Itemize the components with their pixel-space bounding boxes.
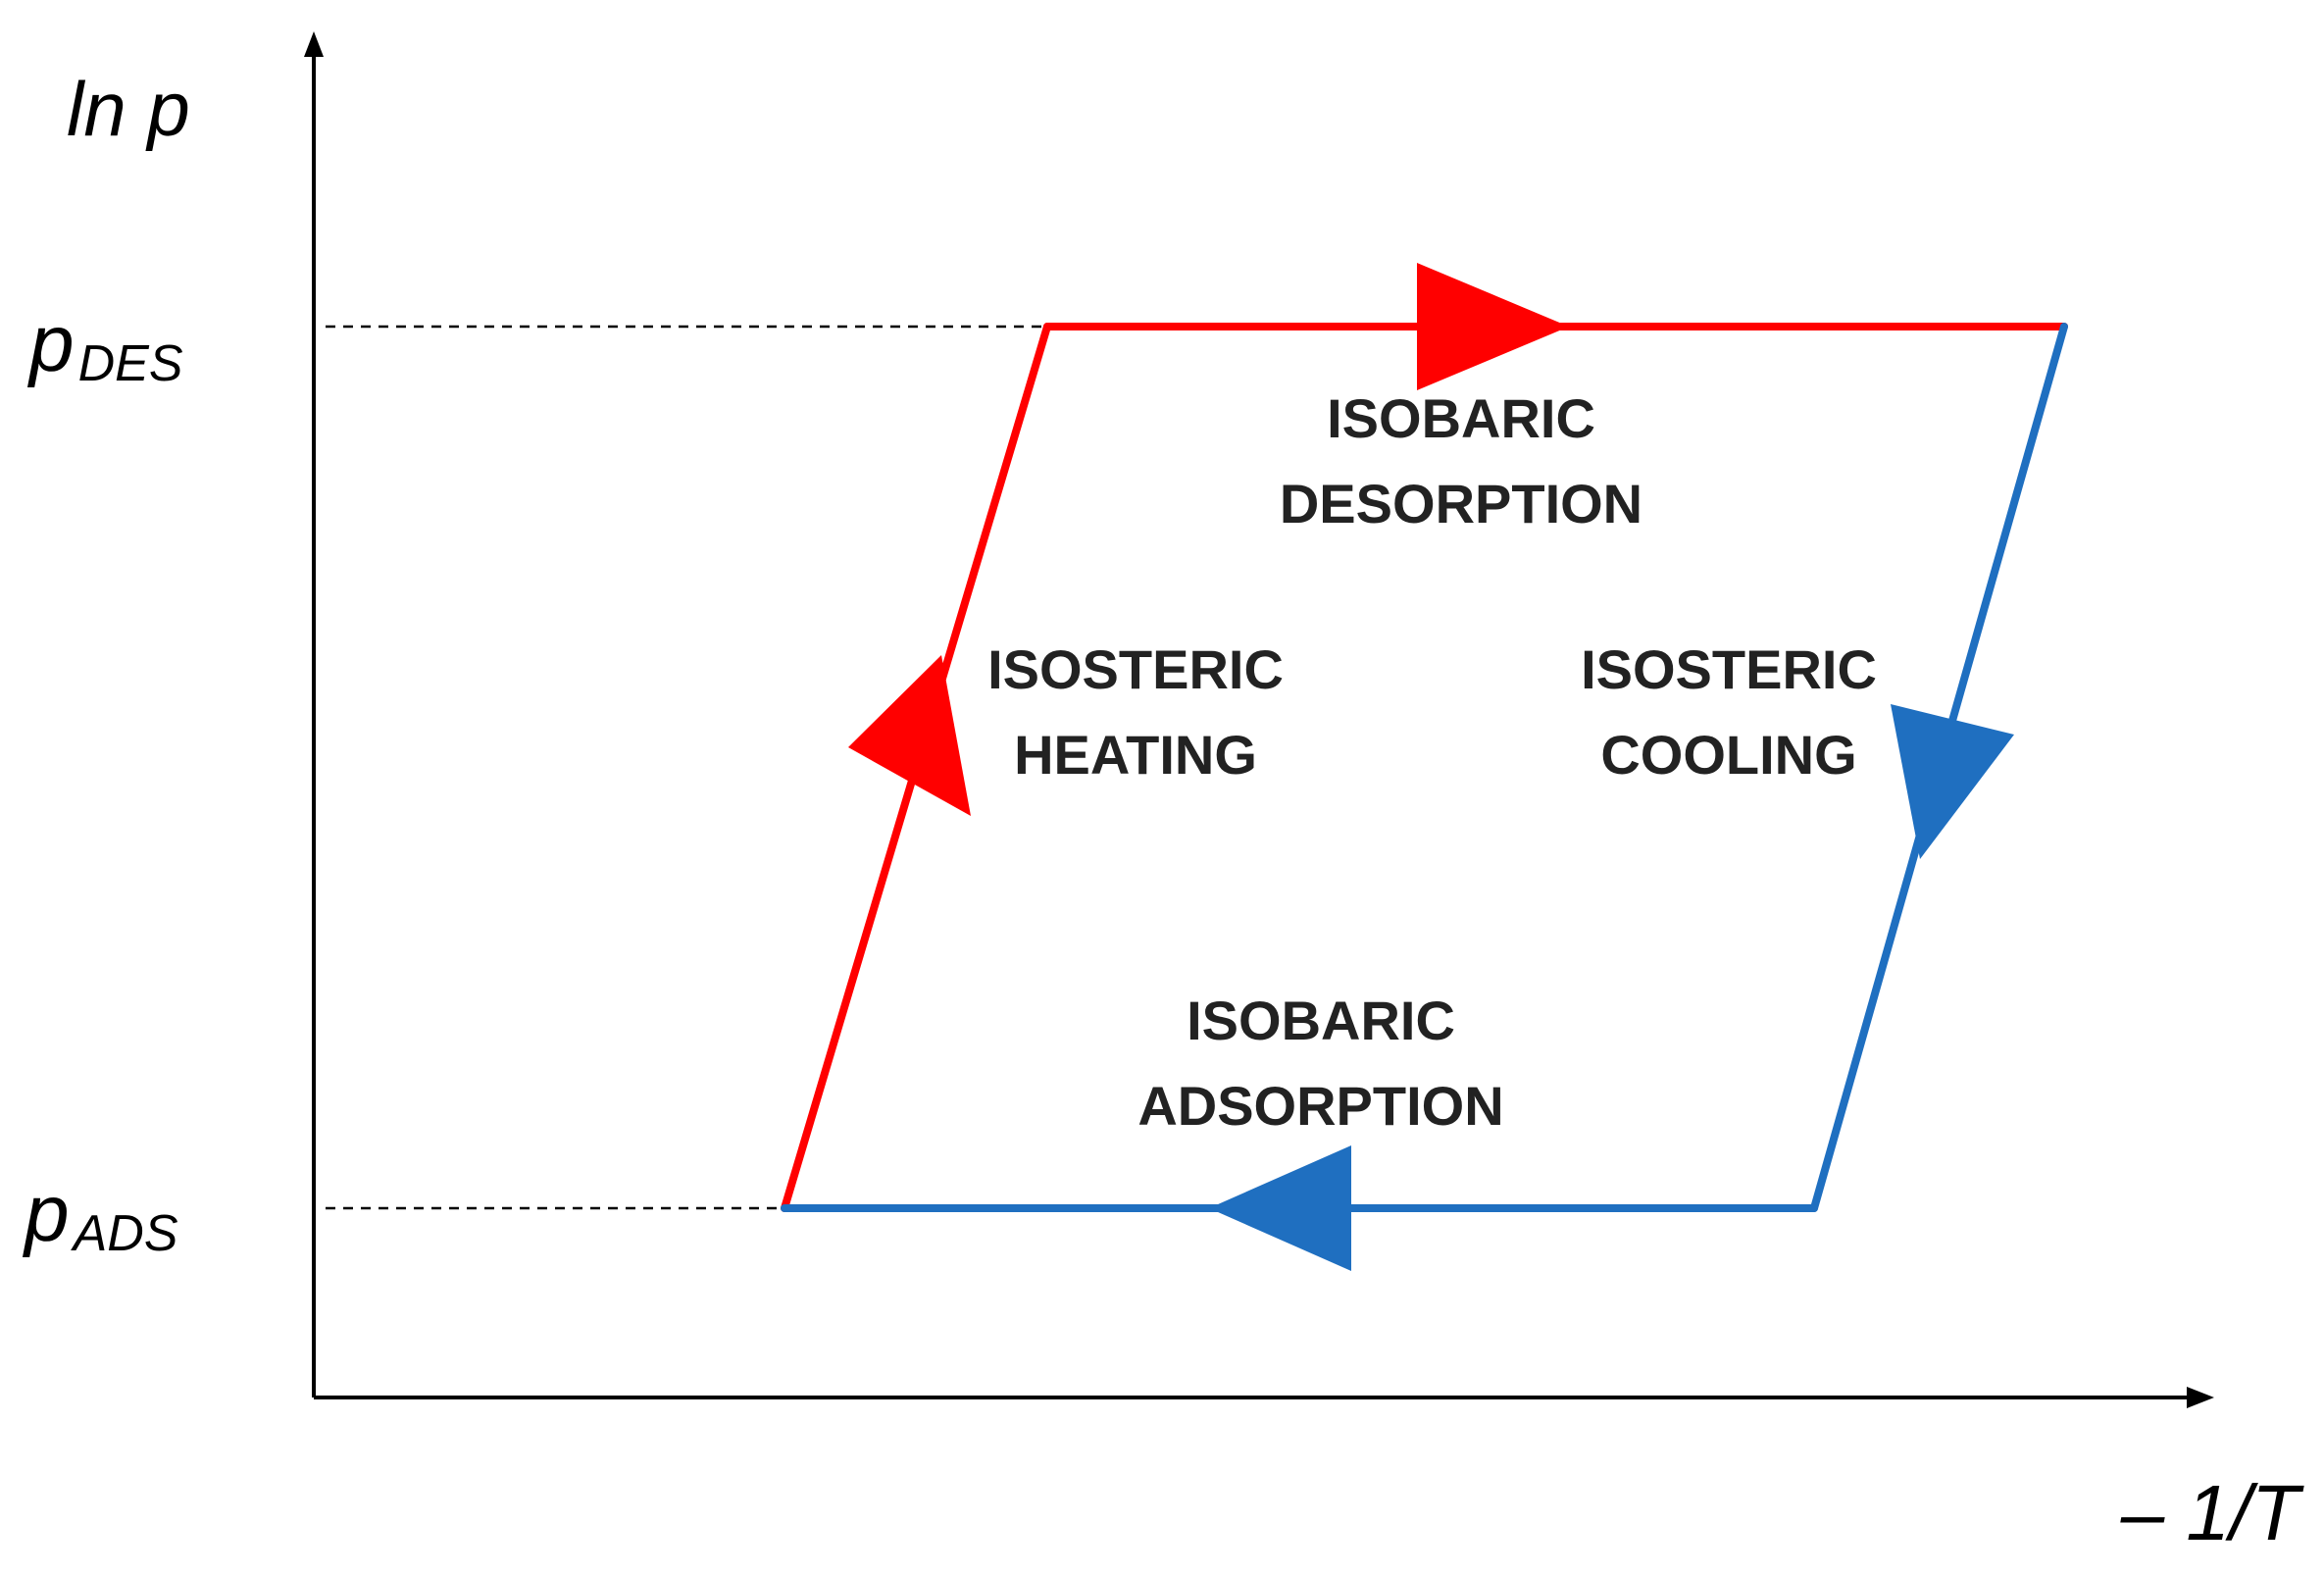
isosteric-heating-label: ISOSTERIC HEATING (987, 638, 1284, 786)
p-des-subscript: DES (78, 335, 183, 392)
cooling-direction-arrow (1891, 704, 2014, 859)
p-ads-label: pADS (22, 1169, 178, 1262)
x-axis-title: – 1/T (2120, 1469, 2304, 1556)
y-axis-title: ln p (67, 66, 190, 152)
isobaric-desorption-label: ISOBARIC DESORPTION (1280, 387, 1642, 534)
isobaric-desorption-label-line1: ISOBARIC (1327, 387, 1595, 449)
isosteric-heating-label-line2: HEATING (1014, 724, 1257, 786)
isosteric-heating-label-line1: ISOSTERIC (987, 638, 1284, 700)
p-ads-subscript: ADS (71, 1205, 178, 1262)
isobaric-adsorption-label-line2: ADSORPTION (1137, 1075, 1503, 1137)
axes (312, 54, 2192, 1399)
isosteric-cooling-label: ISOSTERIC COOLING (1581, 638, 1877, 786)
isosteric-cooling-label-line2: COOLING (1600, 724, 1856, 786)
isosteric-cooling-label-line1: ISOSTERIC (1581, 638, 1877, 700)
x-axis-arrowhead (2187, 1387, 2214, 1408)
isobaric-adsorption-label: ISOBARIC ADSORPTION (1137, 990, 1503, 1137)
p-des-label: pDES (26, 299, 183, 392)
adsorption-direction-arrow (1209, 1145, 1351, 1271)
isobaric-desorption-label-line2: DESORPTION (1280, 473, 1642, 534)
y-axis-arrowhead (304, 31, 324, 57)
isobaric-adsorption-label-line1: ISOBARIC (1187, 990, 1455, 1051)
p-des-symbol: p (26, 299, 75, 388)
p-ads-symbol: p (22, 1169, 70, 1258)
heating-direction-arrow (848, 655, 971, 816)
desorption-direction-arrow (1417, 263, 1569, 390)
